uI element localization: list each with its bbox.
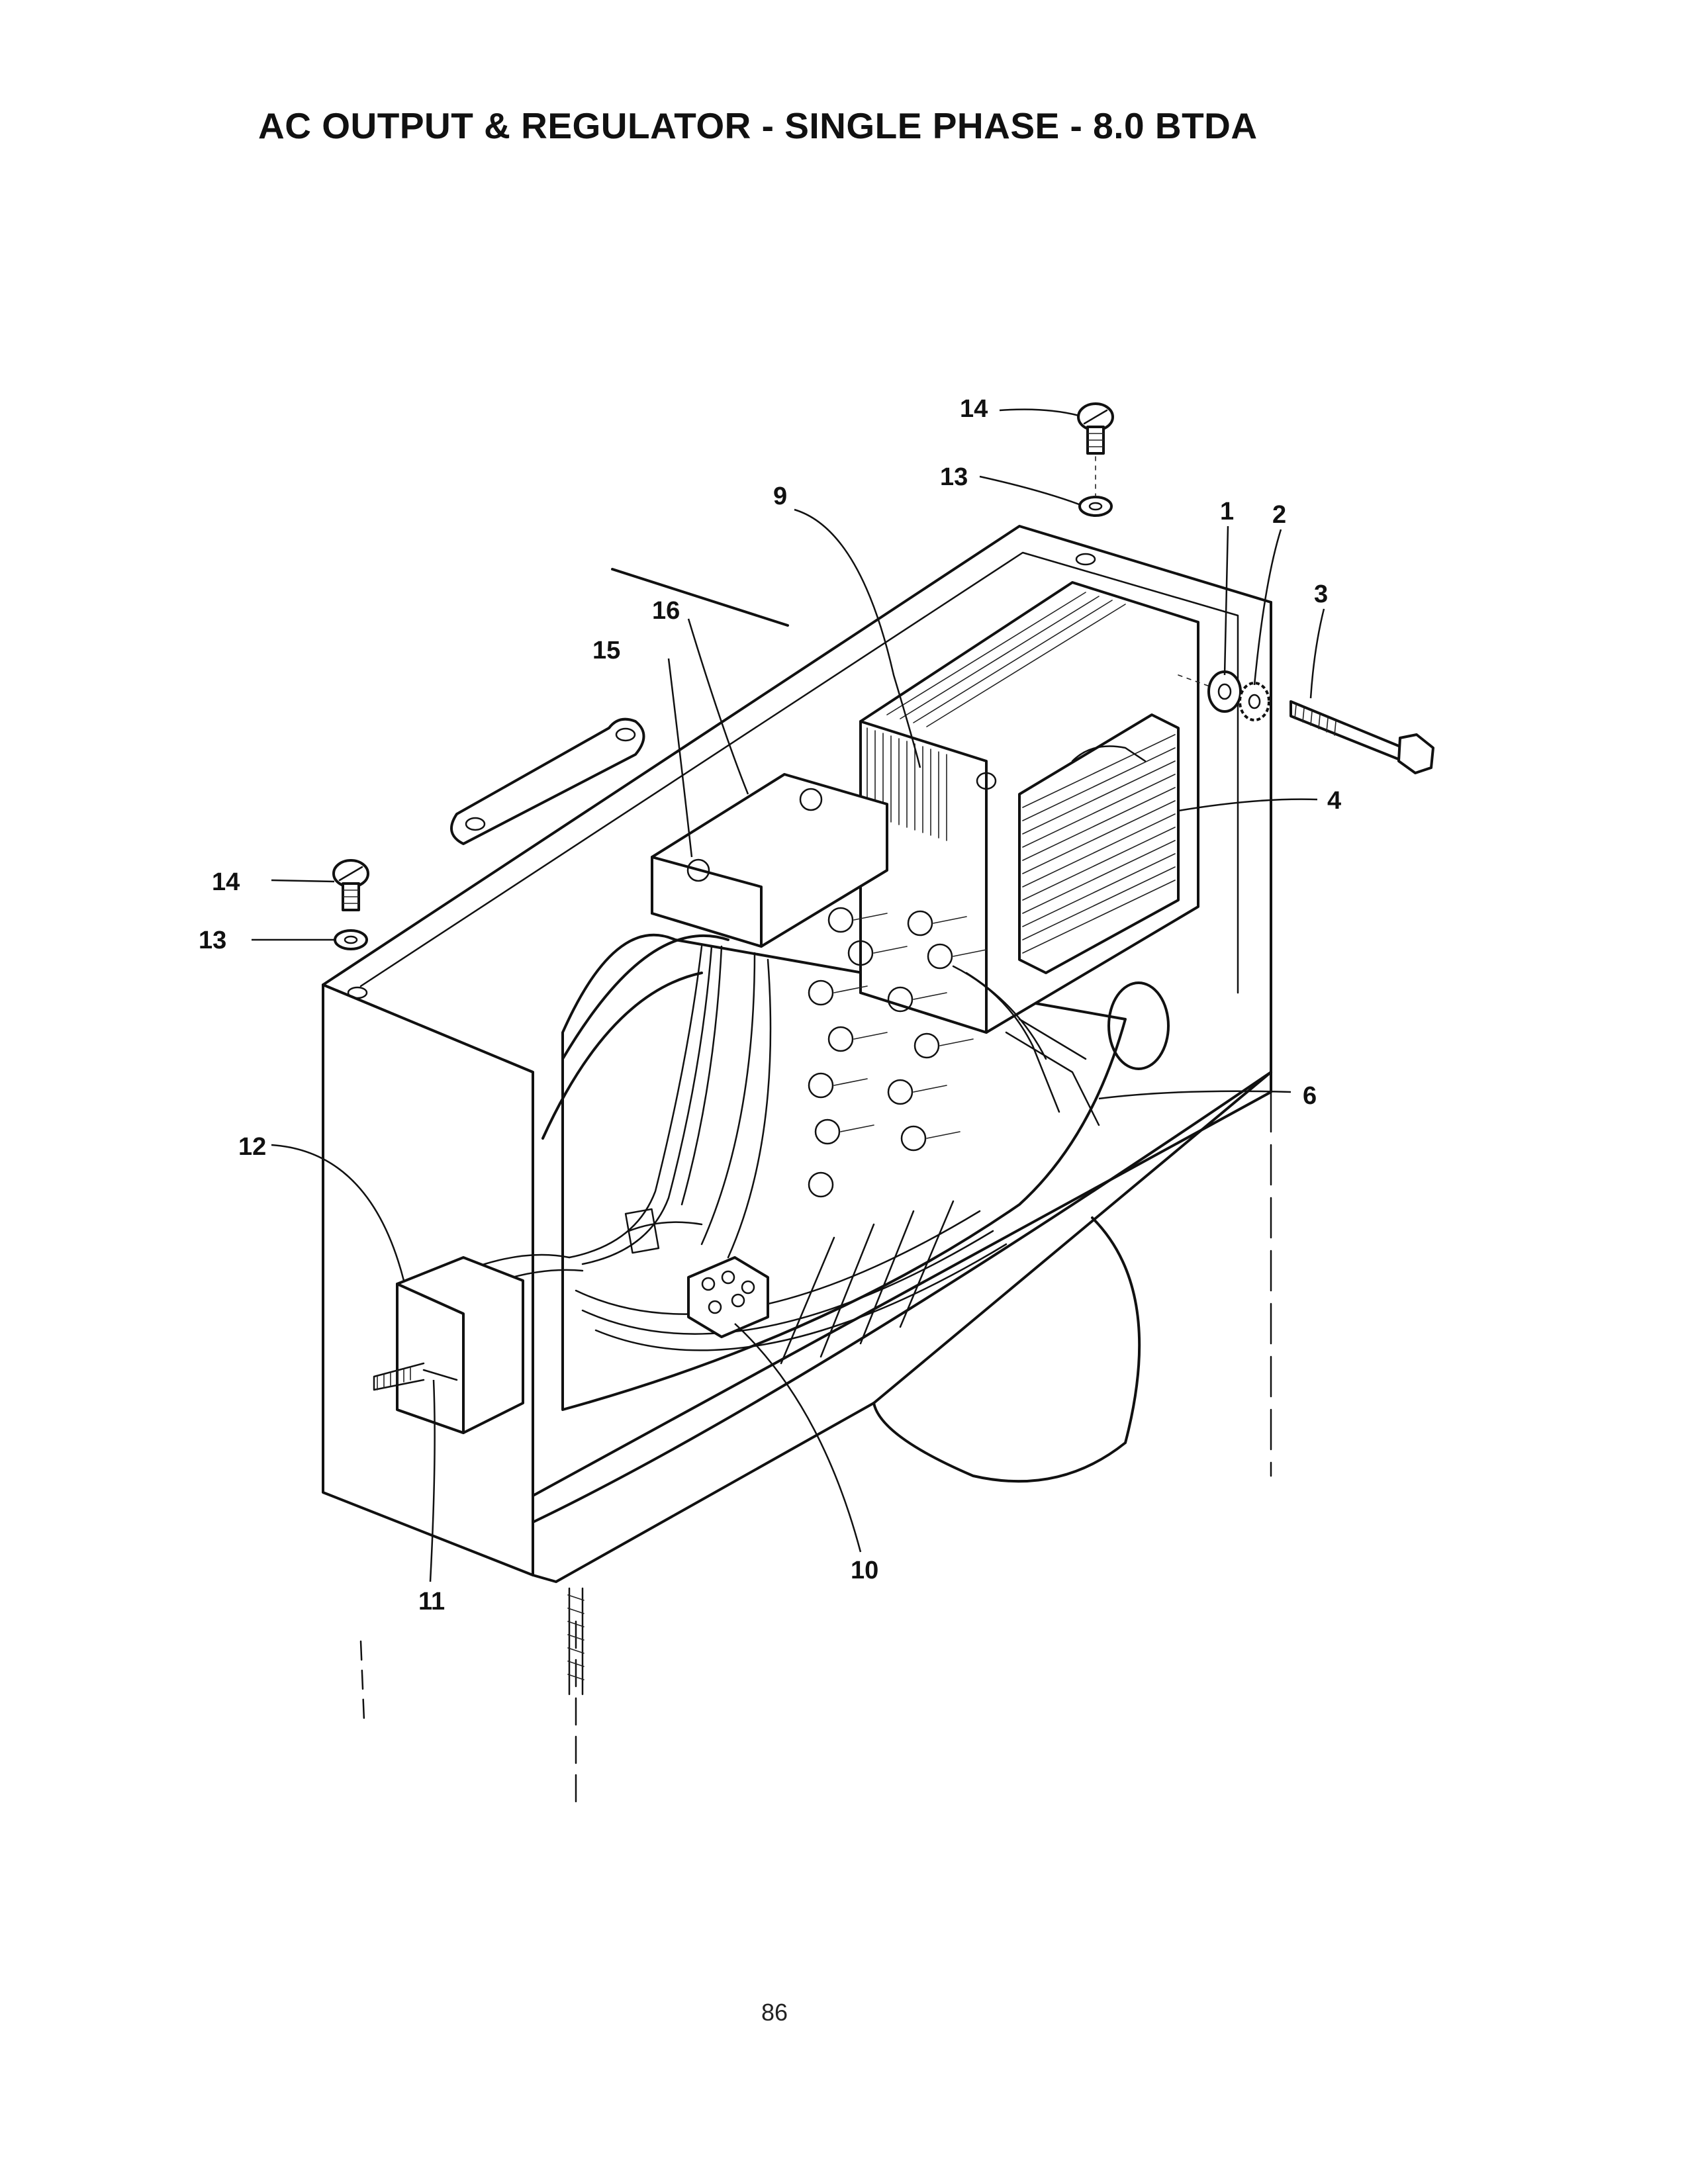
bottom-stud [567, 1587, 585, 1696]
mounting-link [450, 717, 645, 845]
callout-15: 15 [592, 637, 620, 664]
callout-12: 12 [238, 1133, 266, 1161]
washer-left [334, 929, 368, 950]
leader-lines [252, 408, 1325, 1582]
callout-9: 9 [773, 482, 787, 510]
screw-top [1077, 402, 1114, 455]
reactor-coil [1018, 713, 1180, 974]
callout-6: 6 [1303, 1082, 1317, 1110]
page-number: 86 [761, 1999, 788, 2026]
callout-14-left: 14 [212, 868, 240, 896]
callout-16: 16 [652, 597, 680, 625]
washer-top [1078, 496, 1113, 517]
callout-labels: 14 13 9 1 2 3 16 15 4 14 13 6 12 10 11 [199, 395, 1341, 1615]
regulator-bracket [651, 773, 888, 948]
callout-10: 10 [851, 1557, 878, 1584]
callout-11: 11 [418, 1588, 445, 1615]
callout-3: 3 [1314, 580, 1328, 608]
terminal-block [687, 1256, 769, 1338]
circuit-breaker [373, 1256, 524, 1434]
terminal-studs [808, 907, 987, 1198]
callout-14-top: 14 [960, 395, 988, 423]
callout-13-top: 13 [940, 463, 968, 491]
page-title: AC OUTPUT & REGULATOR - SINGLE PHASE - 8… [258, 105, 1258, 146]
flat-washer [1207, 670, 1242, 713]
transformer-reactor [859, 581, 1199, 1034]
hex-bolt [1289, 700, 1434, 774]
callout-4: 4 [1327, 787, 1341, 815]
callout-1: 1 [1220, 498, 1234, 525]
screw-left [332, 859, 369, 911]
lock-washer [1239, 682, 1270, 721]
callout-2: 2 [1272, 501, 1286, 529]
wiring-harness [409, 945, 1100, 1318]
callout-13-left: 13 [199, 927, 226, 954]
lamination-stack [867, 592, 1126, 841]
